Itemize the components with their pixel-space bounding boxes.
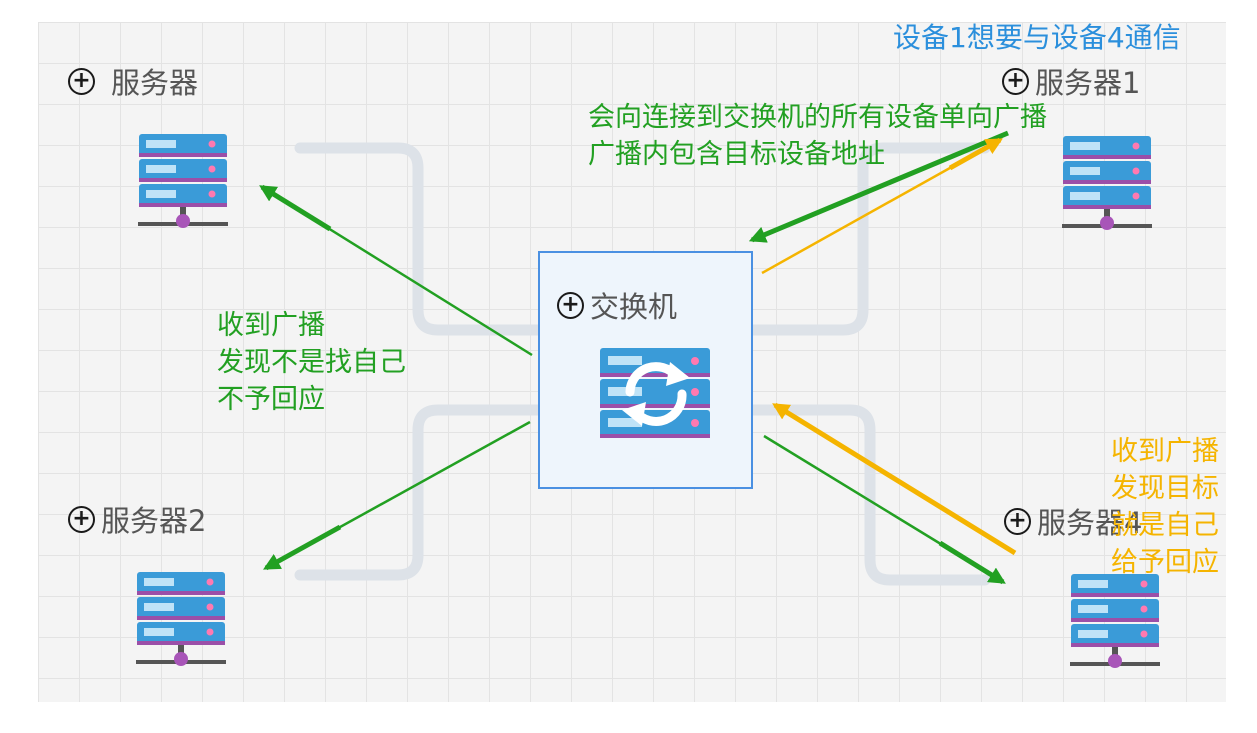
plus-circle-icon[interactable]: + (68, 505, 95, 533)
plus-circle-icon[interactable]: + (1004, 507, 1031, 535)
annotation-line: 给予回应 (1111, 547, 1219, 578)
arrow-switch-to-server4-head (938, 540, 1006, 585)
connector-server2-switch (294, 404, 544, 581)
server-node-label[interactable]: + 服务器 (68, 60, 198, 102)
annotation-line: 发现不是找自己 (217, 347, 406, 378)
connector-server1-switch (747, 142, 991, 336)
connector-server4-switch (747, 404, 991, 586)
server2-label: 服务器2 (101, 504, 207, 538)
switch-label: 交换机 (590, 290, 678, 324)
server1-node-label[interactable]: + 服务器1 (1002, 60, 1140, 102)
arrow-server1-to-switch (748, 130, 1009, 243)
reply-annotation: 收到广播 发现目标 就是自己 给予回应 (1111, 433, 1219, 581)
server-rack-icon[interactable] (1068, 572, 1162, 672)
annotation-line: 收到广播 (1111, 436, 1219, 467)
server1-label: 服务器1 (1035, 66, 1141, 100)
broadcast-line: 会向连接到交换机的所有设备单向广播 (588, 102, 1047, 133)
server-label: 服务器 (111, 66, 199, 100)
switch-refresh-icon[interactable] (600, 348, 710, 440)
broadcast-line: 广播内包含目标设备地址 (588, 139, 885, 170)
connector-server-switch (294, 142, 544, 336)
arrow-switch-to-server-head (259, 184, 332, 232)
title-annotation: 设备1想要与设备4通信 (893, 21, 1181, 54)
server-rack-icon[interactable] (136, 132, 230, 232)
annotation-line: 收到广播 (217, 310, 325, 341)
server-rack-icon[interactable] (1060, 134, 1154, 234)
arrow-switch-to-server1-orange-head (948, 137, 1003, 171)
plus-circle-icon[interactable]: + (557, 291, 584, 319)
plus-circle-icon[interactable]: + (68, 67, 95, 95)
annotation-line: 就是自己 (1111, 510, 1219, 541)
server-rack-icon[interactable] (134, 570, 228, 670)
server4-node-label[interactable]: + 服务器4 (1004, 500, 1142, 542)
annotation-line: 不予回应 (217, 384, 325, 415)
arrow-server4-to-switch-orange (772, 402, 1017, 556)
server4-label: 服务器4 (1037, 506, 1143, 540)
arrow-switch-to-server2-head (263, 524, 342, 571)
broadcast-annotation: 会向连接到交换机的所有设备单向广播 广播内包含目标设备地址 (588, 99, 1047, 173)
plus-circle-icon[interactable]: + (1002, 67, 1029, 95)
no-reply-annotation: 收到广播 发现不是找自己 不予回应 (217, 307, 406, 418)
server2-node-label[interactable]: + 服务器2 (68, 498, 206, 540)
annotation-line: 发现目标 (1111, 473, 1219, 504)
switch-node-label[interactable]: + 交换机 (557, 284, 677, 326)
